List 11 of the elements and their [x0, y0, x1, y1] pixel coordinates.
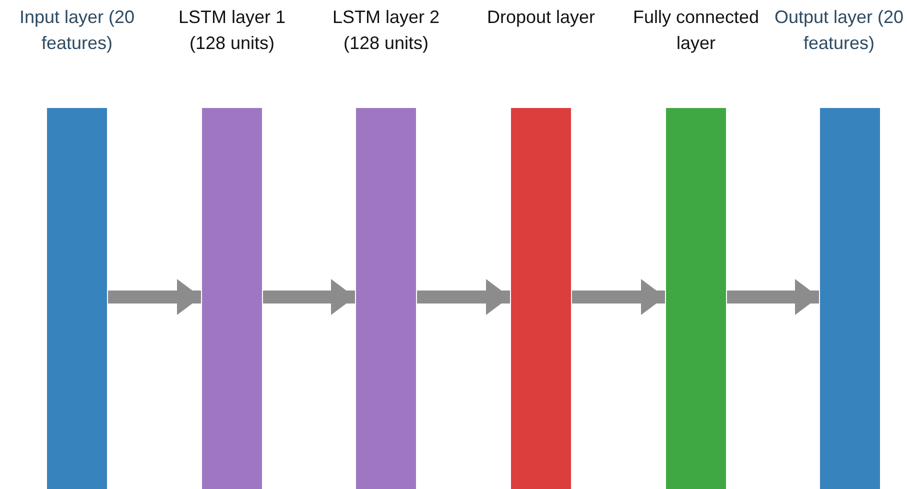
- layer-label: Output layer (20 features): [773, 6, 905, 55]
- layer-label: Input layer (20 features): [18, 6, 136, 55]
- arrow: [417, 279, 510, 315]
- layer-label: LSTM layer 1 (128 units): [177, 6, 287, 55]
- layer-label: Fully connected layer: [632, 6, 760, 55]
- arrow: [263, 279, 355, 315]
- arrow: [727, 279, 819, 315]
- layer-label: Dropout layer: [486, 6, 596, 29]
- arrow: [572, 279, 665, 315]
- layer-label: LSTM layer 2 (128 units): [331, 6, 441, 55]
- arrow: [108, 279, 201, 315]
